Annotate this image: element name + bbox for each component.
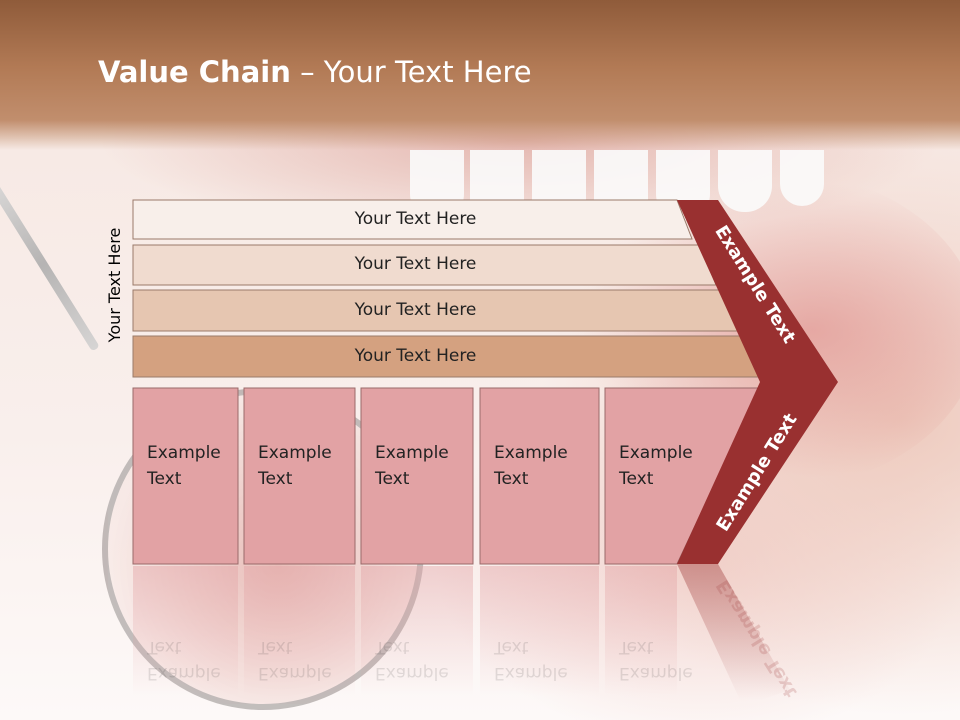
example-box-reflection (133, 566, 238, 696)
example-box-reflection (244, 566, 355, 696)
header-band (0, 0, 960, 150)
title-bold: Value Chain (98, 55, 291, 89)
example-box-reflection (480, 566, 599, 696)
chevron-arrow (677, 200, 838, 564)
chain-bar-label: Your Text Here (354, 254, 477, 274)
chain-bar-label: Your Text Here (354, 208, 477, 229)
example-box (132, 387, 239, 565)
title-rest: – Your Text Here (290, 55, 532, 89)
example-box-reflection (361, 566, 473, 696)
example-box (243, 387, 356, 565)
example-box-reflection (605, 566, 677, 696)
page-title: Value Chain – Your Text Here (98, 55, 532, 89)
chain-bar (132, 199, 693, 240)
background-tooth (718, 150, 772, 212)
example-box (360, 387, 474, 565)
background-tooth (780, 150, 824, 206)
example-box (479, 387, 600, 565)
chevron-arrow-reflection (677, 564, 790, 700)
chain-bar-label: Your Text Here (354, 345, 477, 366)
chain-bar-label: Your Text Here (354, 299, 477, 320)
